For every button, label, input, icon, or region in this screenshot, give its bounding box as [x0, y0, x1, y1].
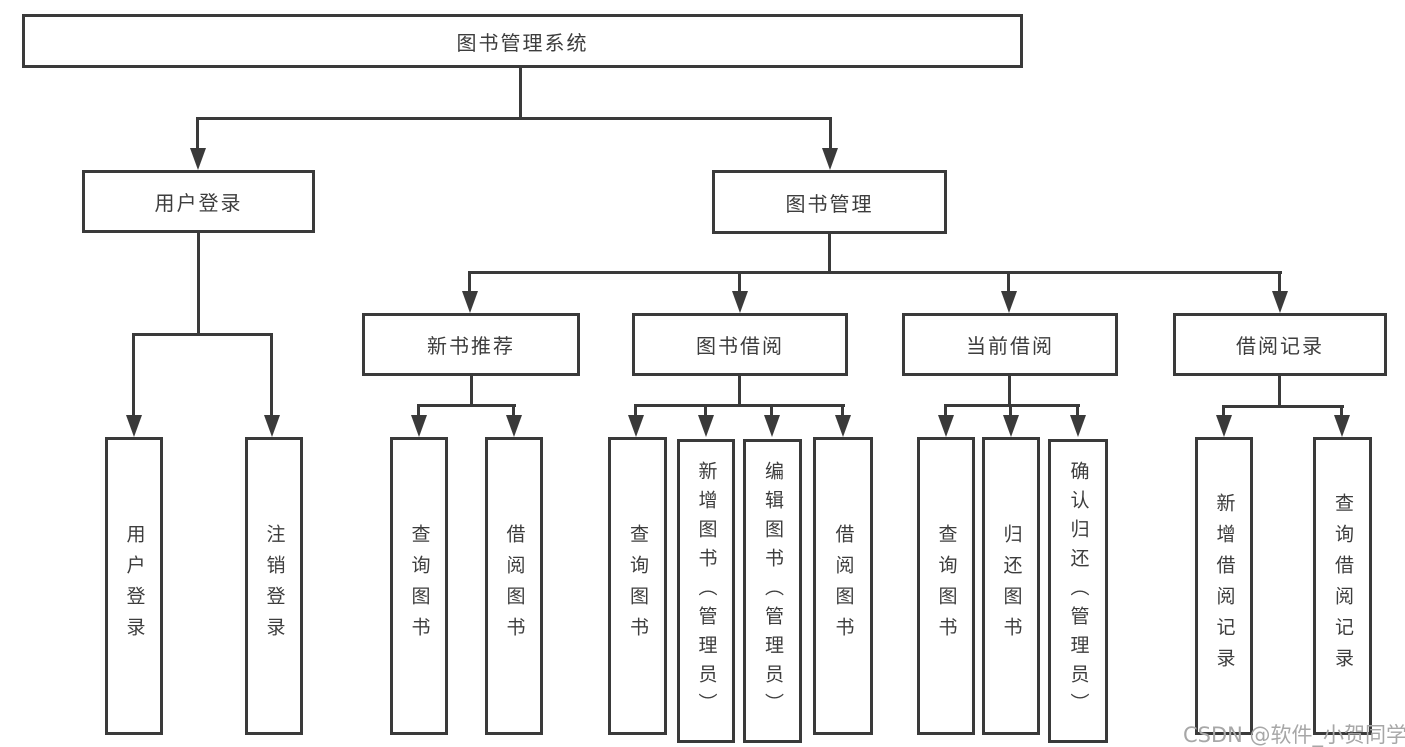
node-label: 借阅记录 — [1236, 334, 1324, 358]
leaf-borrowing-edit-books-admin: 编辑图书（管理员） — [743, 439, 802, 743]
connector-book-mgmt-drop-4 — [1278, 271, 1281, 291]
connector-root-left-drop — [196, 117, 199, 149]
connector-user-login-drop-2 — [270, 333, 273, 415]
connector-borrowing-stem — [738, 376, 741, 406]
connector-user-login-branch — [132, 333, 273, 336]
node-label: 当前借阅 — [966, 334, 1054, 358]
node-label: 借阅图书 — [832, 524, 855, 648]
connector-records-branch — [1222, 405, 1344, 408]
arrowhead-icon — [822, 148, 838, 170]
connector-root-branch — [196, 117, 832, 120]
connector-new-rec-drop-1 — [417, 404, 420, 415]
leaf-records-query-record: 查询借阅记录 — [1313, 437, 1372, 735]
connector-book-mgmt-drop-3 — [1007, 271, 1010, 291]
connector-borrowing-drop-2 — [704, 404, 707, 415]
connector-book-mgmt-branch — [468, 271, 1282, 274]
node-label: 新增图书（管理员） — [695, 460, 718, 722]
leaf-current-return-books: 归还图书 — [982, 437, 1040, 735]
node-label: 归还图书 — [1000, 524, 1023, 648]
connector-book-mgmt-drop-2 — [738, 271, 741, 291]
connector-new-rec-stem — [470, 376, 473, 406]
arrowhead-icon — [126, 415, 142, 437]
node-label: 新增借阅记录 — [1213, 493, 1236, 679]
node-label: 编辑图书（管理员） — [762, 460, 784, 722]
arrowhead-icon — [938, 415, 954, 437]
arrowhead-icon — [1334, 415, 1350, 437]
connector-new-rec-drop-2 — [512, 404, 515, 415]
csdn-watermark: CSDN @软件_小贺同学 — [1183, 723, 1405, 747]
node-label: 确认归还（管理员） — [1067, 460, 1090, 722]
node-label: 新书推荐 — [427, 334, 515, 358]
arrowhead-icon — [1001, 291, 1017, 313]
leaf-records-add-record: 新增借阅记录 — [1195, 437, 1253, 735]
node-library-management-system: 图书管理系统 — [22, 14, 1023, 68]
node-label: 查询图书 — [627, 524, 649, 648]
leaf-current-confirm-return-admin: 确认归还（管理员） — [1048, 439, 1108, 743]
connector-records-drop-2 — [1340, 405, 1343, 415]
connector-borrowing-drop-1 — [634, 404, 637, 415]
connector-current-drop-3 — [1076, 404, 1079, 415]
connector-records-drop-1 — [1222, 405, 1225, 415]
connector-borrowing-drop-3 — [770, 404, 773, 415]
leaf-borrowing-query-books: 查询图书 — [608, 437, 667, 735]
arrowhead-icon — [1216, 415, 1232, 437]
node-label: 注销登录 — [263, 524, 286, 648]
leaf-newrec-borrow-books: 借阅图书 — [485, 437, 543, 735]
connector-book-mgmt-drop-1 — [468, 271, 471, 291]
arrowhead-icon — [462, 291, 478, 313]
node-label: 图书管理系统 — [456, 30, 589, 55]
node-current-borrowing: 当前借阅 — [902, 313, 1118, 376]
arrowhead-icon — [764, 415, 780, 437]
arrowhead-icon — [190, 148, 206, 170]
connector-user-login-stem — [197, 233, 200, 336]
arrowhead-icon — [1003, 415, 1019, 437]
arrowhead-icon — [1070, 415, 1086, 437]
arrowhead-icon — [835, 415, 851, 437]
leaf-user-login: 用户登录 — [105, 437, 163, 735]
arrowhead-icon — [698, 415, 714, 437]
connector-current-stem — [1008, 376, 1011, 406]
connector-current-drop-1 — [944, 404, 947, 415]
leaf-logout: 注销登录 — [245, 437, 303, 735]
arrowhead-icon — [732, 291, 748, 313]
connector-root-right-drop — [829, 117, 832, 149]
connector-root-stem — [519, 68, 522, 118]
node-label: 用户登录 — [123, 524, 146, 648]
arrowhead-icon — [411, 415, 427, 437]
connector-borrowing-branch — [634, 404, 845, 407]
node-label: 图书借阅 — [696, 334, 784, 358]
connector-user-login-drop-1 — [132, 333, 135, 415]
node-label: 用户登录 — [154, 191, 243, 215]
node-user-login: 用户登录 — [82, 170, 315, 233]
connector-book-mgmt-stem — [828, 234, 831, 274]
arrowhead-icon — [506, 415, 522, 437]
connector-current-branch — [944, 404, 1080, 407]
node-label: 查询图书 — [408, 524, 431, 648]
node-book-management: 图书管理 — [712, 170, 947, 234]
node-new-book-recommend: 新书推荐 — [362, 313, 580, 376]
node-borrow-records: 借阅记录 — [1173, 313, 1387, 376]
leaf-current-query-books: 查询图书 — [917, 437, 975, 735]
connector-new-rec-branch — [417, 404, 516, 407]
node-label: 图书管理 — [785, 191, 874, 216]
leaf-borrowing-add-books-admin: 新增图书（管理员） — [677, 439, 735, 743]
arrowhead-icon — [1272, 291, 1288, 313]
arrowhead-icon — [264, 415, 280, 437]
connector-records-stem — [1278, 376, 1281, 407]
node-book-borrowing: 图书借阅 — [632, 313, 848, 376]
leaf-borrowing-borrow-books: 借阅图书 — [813, 437, 873, 735]
leaf-newrec-query-books: 查询图书 — [390, 437, 448, 735]
node-label: 查询图书 — [935, 524, 958, 648]
node-label: 借阅图书 — [503, 524, 526, 648]
arrowhead-icon — [628, 415, 644, 437]
connector-current-drop-2 — [1009, 404, 1012, 415]
node-label: 查询借阅记录 — [1332, 493, 1354, 679]
connector-borrowing-drop-4 — [841, 404, 844, 415]
